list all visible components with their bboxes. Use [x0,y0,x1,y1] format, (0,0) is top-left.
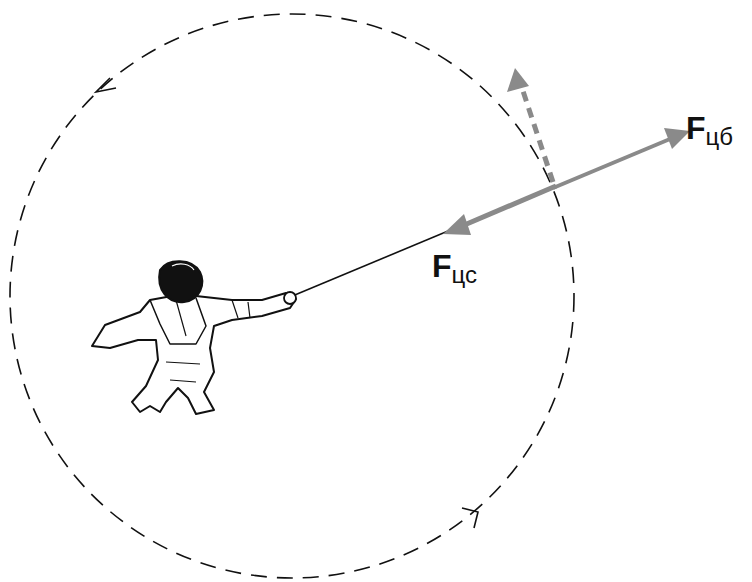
velocity-arrow [522,88,553,182]
force-symbol: F [686,110,706,146]
direction-arrow [462,508,478,528]
circular-path [10,14,574,578]
force-label-centrifugal: Fцб [686,112,733,144]
centripetal-force-arrow [462,186,556,226]
force-symbol: F [432,248,452,284]
centrifugal-force-arrow [553,139,670,188]
person-figure [92,261,296,414]
direction-arrow [96,78,116,92]
force-subscript: цс [452,261,477,288]
arrowhead [443,214,471,235]
force-label-centripetal: Fцс [432,250,477,282]
force-subscript: цб [706,123,734,150]
rope [290,186,556,297]
arrowhead [507,68,529,92]
